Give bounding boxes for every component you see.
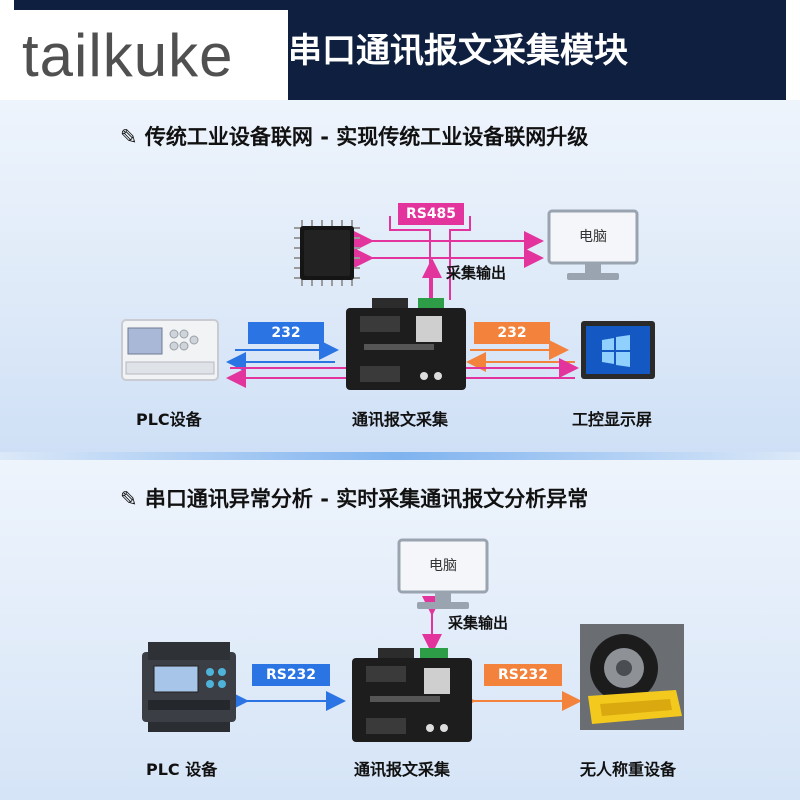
collect-output-label: 采集输出 — [446, 264, 507, 282]
section-network-upgrade — [0, 100, 800, 452]
display-caption: 工控显示屏 — [572, 410, 653, 429]
weighing-device-caption: 无人称重设备 — [580, 760, 677, 779]
communication-module-device — [352, 648, 472, 742]
industrial-display-icon — [581, 321, 655, 379]
pc-monitor: 电脑 — [395, 538, 491, 614]
section2-title-row: ✎ 串口通讯异常分析 - 实时采集通讯报文分析异常 — [120, 483, 588, 513]
watermark-text: tailkuke — [0, 10, 288, 102]
section2-title: 串口通讯异常分析 - 实时采集通讯报文分析异常 — [144, 487, 589, 511]
page-title: 串口通讯报文采集模块 — [288, 31, 628, 71]
rs485-badge: RS485 — [398, 203, 464, 225]
weighing-scale-icon — [580, 624, 684, 730]
section2-connection-diagram — [229, 596, 582, 711]
section1-title: 传统工业设备联网 - 实现传统工业设备联网升级 — [144, 125, 589, 149]
section1-connection-diagram — [226, 216, 579, 388]
monitor-icon — [547, 209, 639, 280]
pc-monitor: 电脑 — [545, 209, 641, 285]
right-rs232-badge: RS232 — [484, 664, 562, 686]
section1-title-row: ✎ 传统工业设备联网 - 实现传统工业设备联网升级 — [120, 121, 588, 151]
plc-device-icon — [121, 319, 219, 381]
left-rs232-badge: RS232 — [252, 664, 330, 686]
pencil-icon: ✎ — [120, 125, 138, 149]
plc-controller-icon — [142, 642, 236, 732]
pc-label: 电脑 — [429, 558, 457, 574]
right-232-badge: 232 — [474, 322, 550, 344]
left-232-badge: 232 — [248, 322, 324, 344]
plc-device-caption: PLC设备 — [136, 410, 202, 429]
communication-module-device — [346, 298, 466, 390]
pencil-icon: ✎ — [120, 487, 138, 511]
module-caption: 通讯报文采集 — [354, 760, 451, 779]
section-divider — [0, 452, 800, 460]
pc-label: 电脑 — [579, 229, 607, 245]
module-caption: 通讯报文采集 — [352, 410, 449, 429]
plc-device-caption: PLC 设备 — [146, 760, 218, 779]
monitor-icon — [397, 538, 489, 609]
rs485-bus-lines — [354, 216, 544, 300]
microcontroller-chip-icon — [294, 220, 360, 286]
collect-output-label: 采集输出 — [448, 614, 509, 632]
